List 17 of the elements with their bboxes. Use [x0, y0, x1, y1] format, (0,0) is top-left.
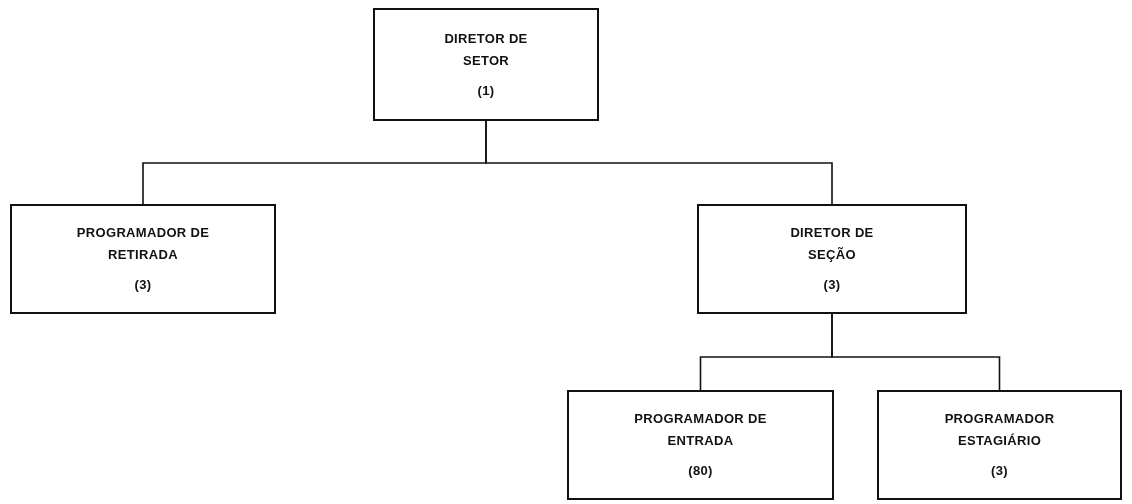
org-box — [697, 204, 967, 314]
headcount: (3) — [991, 462, 1008, 480]
headcount: (80) — [688, 462, 713, 480]
role-title: PROGRAMADOR DE RETIRADA — [75, 224, 211, 264]
connector-line — [831, 313, 1001, 391]
org-box — [373, 8, 599, 121]
headcount: (1) — [477, 81, 495, 100]
headcount: (3) — [134, 276, 152, 294]
org-box — [877, 390, 1122, 500]
role-title: PROGRAMADOR DE ENTRADA — [633, 410, 768, 450]
org-box — [567, 390, 834, 500]
org-box — [10, 204, 276, 314]
headcount: (3) — [823, 276, 841, 294]
role-title: DIRETOR DE SETOR — [443, 29, 529, 70]
role-title: DIRETOR DE SEÇÃO — [789, 224, 875, 264]
role-title: PROGRAMADOR ESTAGIÁRIO — [943, 410, 1056, 450]
connector-line — [485, 120, 833, 205]
